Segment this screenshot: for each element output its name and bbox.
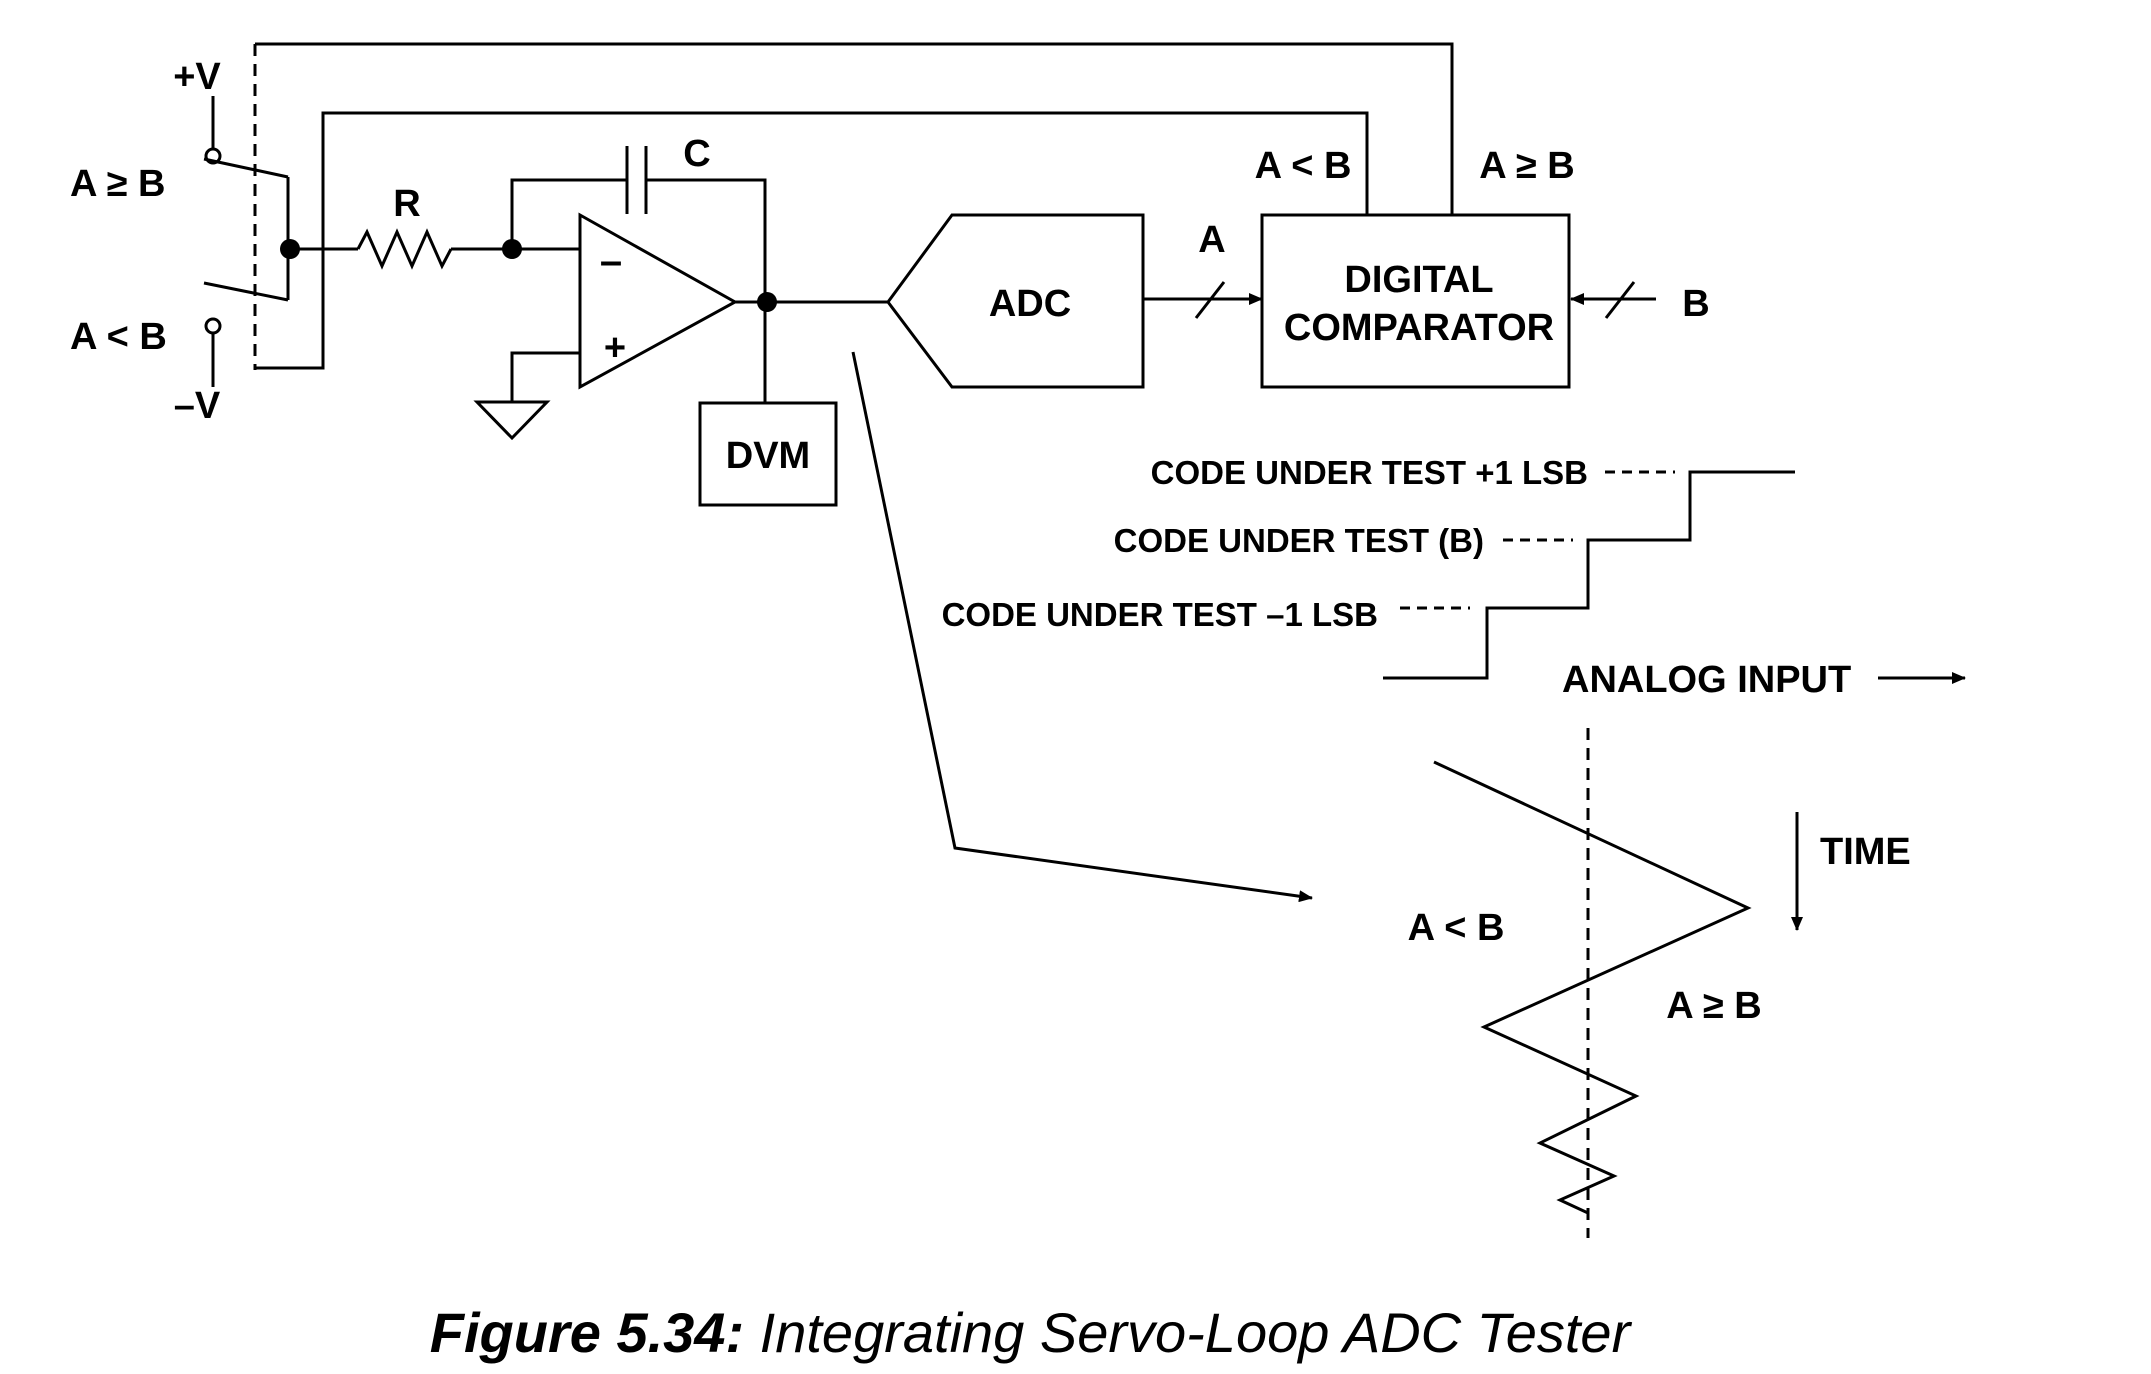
servo-waveform	[1433, 760, 1752, 1215]
region-lt-label: A < B	[1408, 907, 1505, 949]
code-plus-label: CODE UNDER TEST +1 LSB	[1151, 454, 1588, 491]
junction-output	[757, 292, 777, 312]
comparator-label-line1: DIGITAL	[1344, 259, 1493, 301]
comparator-lt-label: A < B	[1255, 145, 1352, 187]
resistor	[356, 228, 453, 270]
figure-number: Figure 5.34:	[429, 1301, 745, 1364]
minus-v-terminal	[204, 317, 222, 335]
code-minus-label: CODE UNDER TEST –1 LSB	[942, 596, 1378, 633]
capacitor-label: C	[683, 133, 710, 175]
waveform-pointer	[851, 351, 1313, 903]
feedback-wire-ge	[255, 42, 1454, 215]
servo-loop-diagram: +V –V A ≥ B A < B R C – + DVM ADC A DIGI…	[70, 42, 1966, 1238]
minus-v-label: –V	[174, 385, 221, 427]
feedback-wire-lt	[255, 111, 1369, 370]
time-label: TIME	[1820, 831, 1911, 873]
op-amp	[578, 212, 739, 390]
dvm-box	[698, 401, 838, 507]
dvm-label: DVM	[726, 435, 810, 477]
opamp-plus-label: +	[604, 327, 626, 369]
figure-caption: Figure 5.34: Integrating Servo-Loop ADC …	[0, 1302, 2060, 1364]
code-b-label: CODE UNDER TEST (B)	[1114, 522, 1484, 559]
region-ge-label: A ≥ B	[1666, 985, 1761, 1027]
staircase-transfer	[1383, 470, 1795, 680]
switch-bottom-label: A < B	[70, 316, 167, 358]
junction-switch	[280, 239, 300, 259]
adc-label: ADC	[989, 283, 1071, 325]
adc-output-label: A	[1198, 219, 1225, 261]
plus-v-label: +V	[173, 56, 221, 98]
switch-top-label: A ≥ B	[70, 163, 165, 205]
comparator-ge-label: A ≥ B	[1479, 145, 1574, 187]
ground-symbol	[473, 400, 551, 441]
junction-input	[502, 239, 522, 259]
digital-comparator-box	[1260, 213, 1571, 389]
comparator-b-label: B	[1682, 283, 1709, 325]
analog-input-label: ANALOG INPUT	[1562, 659, 1851, 701]
figure-title: Integrating Servo-Loop ADC Tester	[759, 1301, 1631, 1364]
resistor-label: R	[393, 183, 420, 225]
adc-block	[886, 213, 1145, 389]
opamp-minus-label: –	[600, 239, 622, 283]
comparator-label-line2: COMPARATOR	[1284, 307, 1554, 349]
